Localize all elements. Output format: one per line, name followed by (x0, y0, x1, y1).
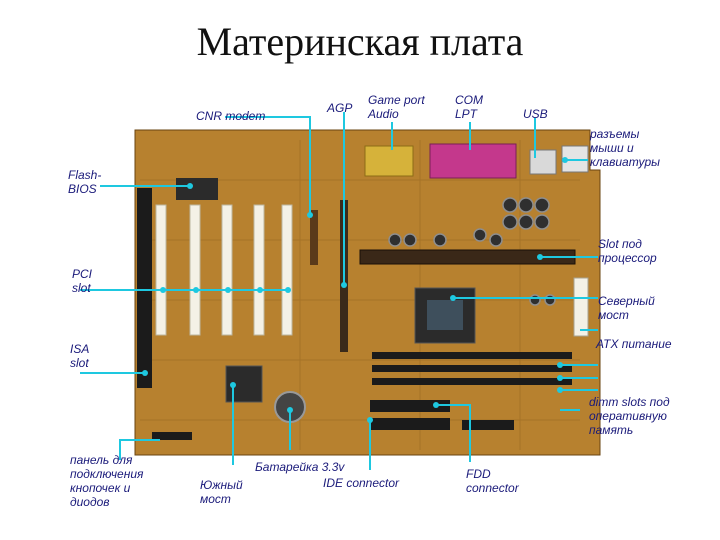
label-com-lpt: COM LPT (455, 93, 483, 121)
front-panel-header (152, 432, 192, 440)
fdd-connector (462, 420, 514, 430)
page-title: Материнская плата (196, 19, 524, 64)
label-fdd-connector: FDD connector (466, 467, 519, 495)
label-ide-connector: IDE connector (323, 476, 400, 490)
label-dimm-slots: dimm slots под оперативную память (589, 395, 670, 437)
label-north-bridge: Северный мост (598, 294, 655, 322)
label-usb: USB (523, 107, 548, 121)
flash-bios-chip (176, 178, 218, 200)
label-agp: AGP (327, 101, 353, 115)
ide-connectors (370, 400, 450, 430)
label-ps2-ports: разъемы мыши и клавиатуры (590, 127, 660, 169)
label-atx-power: ATX питание (596, 337, 672, 351)
cnr-slot (310, 210, 318, 265)
label-south-bridge: Южный мост (200, 478, 243, 506)
com-lpt-port (429, 143, 517, 179)
label-button-panel: панель для подключения кнопочек и диодов (70, 453, 144, 509)
label-cnr-modem: CNR modem (196, 109, 266, 123)
dimm-slots (372, 352, 572, 385)
game-port (364, 145, 414, 177)
label-battery: Батарейка 3.3v (255, 460, 345, 474)
label-flash-bios: Flash- BIOS (68, 168, 102, 196)
label-cpu-slot: Slot под процессор (598, 237, 657, 265)
pointer-lines (80, 112, 598, 470)
isa-slot (137, 188, 152, 388)
label-pci-slot: PCI slot (72, 267, 93, 295)
usb-port (529, 149, 557, 175)
label-isa-slot: ISA slot (70, 342, 90, 370)
atx-power-connector (573, 277, 589, 337)
label-game-port-audio: Game port Audio (368, 93, 425, 121)
pci-slots (155, 204, 293, 336)
